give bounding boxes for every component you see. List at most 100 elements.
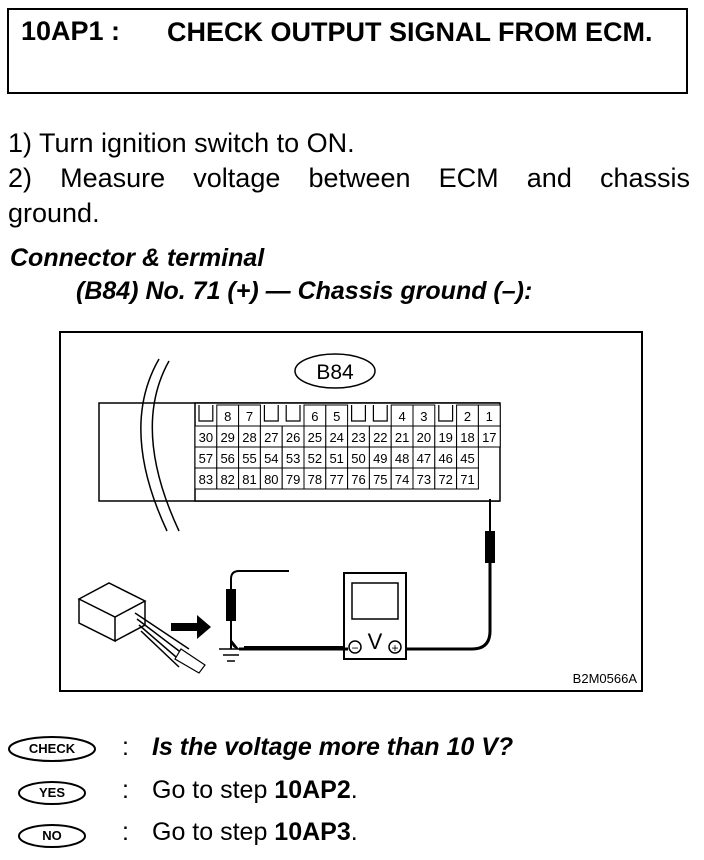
pin-2: 2	[464, 409, 471, 424]
check-question: Is the voltage more than 10 V?	[152, 733, 514, 761]
yes-badge: YES	[17, 779, 87, 807]
no-suffix: .	[350, 818, 358, 846]
step-header-box: 10AP1 : CHECK OUTPUT SIGNAL FROM ECM.	[7, 8, 688, 94]
voltmeter-symbol: V	[368, 629, 383, 654]
pin-29: 29	[220, 430, 234, 445]
pin-cell	[456, 467, 479, 490]
pin-81: 81	[242, 472, 256, 487]
negative-probe	[226, 589, 236, 621]
pin-79: 79	[286, 472, 300, 487]
pin-19: 19	[438, 430, 452, 445]
pin-20: 20	[417, 430, 431, 445]
key-notch	[351, 405, 366, 422]
pin-1: 1	[486, 409, 493, 424]
negative-lead	[231, 563, 344, 649]
key-notch	[263, 405, 279, 422]
positive-terminal-label: +	[391, 641, 398, 655]
probe-sketch	[174, 648, 206, 674]
connector-heading: Connector & terminal	[10, 244, 265, 272]
connector-label: B84	[316, 361, 354, 384]
harness-line	[139, 358, 168, 532]
check-badge: CHECK	[7, 735, 97, 763]
yes-badge-label: YES	[38, 785, 65, 800]
pin-22: 22	[373, 430, 387, 445]
pin-78: 78	[308, 472, 322, 487]
no-badge-label: NO	[42, 828, 62, 843]
key-notch	[285, 405, 301, 422]
connector-label-oval	[294, 353, 376, 389]
pin-74: 74	[395, 472, 409, 487]
pin-21: 21	[395, 430, 409, 445]
pin-28: 28	[242, 430, 256, 445]
yes-badge-oval	[18, 781, 86, 805]
pin-53: 53	[286, 451, 300, 466]
harness-line	[151, 360, 180, 532]
check-badge-label: CHECK	[28, 741, 76, 756]
no-badge-oval	[18, 824, 86, 848]
pin-47: 47	[417, 451, 431, 466]
no-prefix: Go to step	[152, 818, 275, 846]
pin-75: 75	[373, 472, 387, 487]
pin-45: 45	[460, 451, 474, 466]
pin-83: 83	[199, 472, 213, 487]
yes-prefix: Go to step	[152, 776, 275, 804]
pin-4: 4	[398, 409, 405, 424]
pin-80: 80	[264, 472, 278, 487]
step-code: 10AP1 :	[21, 16, 121, 46]
pin-46: 46	[438, 451, 452, 466]
pin-57: 57	[199, 451, 213, 466]
instruction-2-continued: ground.	[8, 198, 100, 228]
key-notch	[198, 405, 214, 422]
negative-lead	[231, 571, 344, 649]
check-colon: :	[122, 733, 129, 761]
connector-terminal: (B84) No. 71 (+) — Chassis ground (–):	[76, 277, 533, 305]
negative-lead	[231, 639, 239, 649]
pin-7: 7	[246, 409, 253, 424]
pin-77: 77	[329, 472, 343, 487]
pin-82: 82	[220, 472, 234, 487]
key-notch	[372, 405, 388, 422]
pin-5: 5	[333, 409, 340, 424]
pin-30: 30	[199, 430, 213, 445]
no-step-link[interactable]: 10AP3	[274, 818, 351, 846]
probe-arrow	[171, 615, 211, 639]
negative-lead-main	[230, 570, 344, 648]
pin-23: 23	[351, 430, 365, 445]
key-notch	[438, 405, 454, 422]
pin-73: 73	[417, 472, 431, 487]
no-badge: NO	[17, 822, 87, 850]
positive-lead	[406, 563, 492, 651]
voltmeter-display	[351, 582, 399, 620]
pin-3: 3	[420, 409, 427, 424]
pin-18: 18	[460, 430, 474, 445]
pin-17: 17	[482, 430, 496, 445]
pin-6: 6	[311, 409, 318, 424]
connector-sketch-wires	[134, 612, 190, 668]
negative-terminal	[348, 640, 362, 654]
pin-71: 71	[460, 472, 474, 487]
pin-72: 72	[438, 472, 452, 487]
pin-27: 27	[264, 430, 278, 445]
connector-sketch	[77, 582, 147, 643]
pin-26: 26	[286, 430, 300, 445]
pin-76: 76	[351, 472, 365, 487]
pin-51: 51	[329, 451, 343, 466]
pin-49: 49	[373, 451, 387, 466]
pin-50: 50	[351, 451, 365, 466]
ground-symbol	[219, 648, 243, 662]
figure-code: B2M0566A	[573, 671, 638, 686]
yes-answer: Go to step 10AP2.	[152, 776, 358, 805]
yes-colon: :	[122, 776, 129, 804]
negative-lead	[231, 591, 348, 649]
positive-probe	[485, 531, 495, 563]
instruction-2: 2) Measure voltage between ECM and chass…	[8, 163, 690, 193]
pin-8: 8	[224, 409, 231, 424]
positive-terminal	[388, 640, 402, 654]
yes-step-link[interactable]: 10AP2	[274, 776, 351, 804]
step-title: CHECK OUTPUT SIGNAL FROM ECM.	[167, 17, 653, 47]
yes-suffix: .	[350, 776, 358, 804]
no-answer: Go to step 10AP3.	[152, 818, 358, 847]
pin-48: 48	[395, 451, 409, 466]
